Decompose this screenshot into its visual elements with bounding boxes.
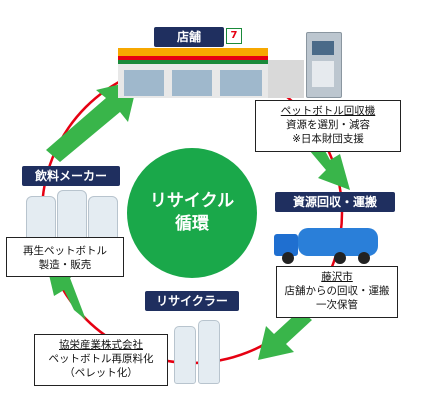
store-roof bbox=[268, 60, 304, 98]
store-building bbox=[118, 48, 268, 98]
store-machine-line2: 資源を選別・減容 bbox=[286, 119, 370, 131]
truck-icon bbox=[274, 224, 386, 264]
center-circle: リサイクル 循環 bbox=[127, 148, 257, 278]
label-maker: 飲料メーカー bbox=[22, 166, 120, 186]
arrow-maker-to-store bbox=[46, 80, 138, 162]
store-machine-title: ペットボトル回収機 bbox=[280, 105, 376, 117]
recycler-line3: （ペレット化） bbox=[64, 367, 138, 379]
fujisawa-line3: 一次保管 bbox=[316, 299, 358, 311]
label-collection: 資源回収・運搬 bbox=[275, 192, 395, 212]
recycler-bottles-icon bbox=[174, 320, 220, 384]
recycler-line2: ペットボトル再原料化 bbox=[48, 353, 154, 365]
store-machine-box: ペットボトル回収機 資源を選別・減容 ※日本財団支援 bbox=[255, 100, 401, 152]
store-sign-icon: 7 bbox=[226, 28, 242, 44]
center-line2: 循環 bbox=[175, 214, 209, 234]
recycler-title: 協栄産業株式会社 bbox=[59, 339, 143, 351]
fujisawa-line2: 店舗からの回収・運搬 bbox=[284, 285, 390, 297]
recycler-box: 協栄産業株式会社 ペットボトル再原料化 （ペレット化） bbox=[34, 334, 168, 386]
fujisawa-title: 藤沢市 bbox=[321, 271, 353, 283]
recycling-machine-icon bbox=[306, 32, 342, 98]
label-recycler: リサイクラー bbox=[145, 291, 239, 311]
maker-box: 再生ペットボトル 製造・販売 bbox=[6, 237, 124, 277]
maker-bottles-icon bbox=[26, 190, 118, 240]
maker-line1: 再生ペットボトル bbox=[23, 245, 107, 257]
center-line1: リサイクル bbox=[149, 191, 235, 211]
fujisawa-box: 藤沢市 店舗からの回収・運搬 一次保管 bbox=[276, 266, 398, 318]
store-machine-line3: ※日本財団支援 bbox=[292, 133, 364, 145]
label-store: 店舗 bbox=[154, 27, 224, 47]
maker-line2: 製造・販売 bbox=[38, 259, 92, 271]
arrow-collection-to-recycler bbox=[258, 310, 312, 360]
